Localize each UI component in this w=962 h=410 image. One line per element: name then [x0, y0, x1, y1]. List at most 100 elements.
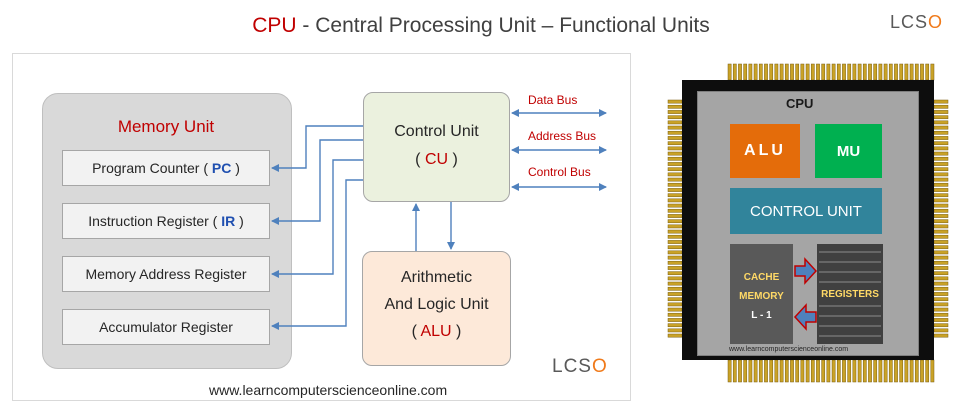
- chip-pin-right: [933, 312, 949, 317]
- registers-label: REGISTERS: [821, 289, 879, 300]
- arrow-cu-to-ir: [271, 139, 363, 225]
- chip-pin-bottom: [753, 359, 758, 383]
- chip-pin-bottom: [868, 359, 872, 383]
- chip-pin-right: [933, 151, 949, 156]
- register-close: ): [235, 213, 244, 229]
- chip-pin-bottom: [904, 359, 909, 383]
- logo-accent: O: [928, 12, 944, 32]
- chip-pin-right: [933, 302, 949, 307]
- abbr-close: ): [448, 151, 458, 168]
- chip-pin-right: [933, 193, 949, 198]
- chip-pin-right: [933, 167, 949, 172]
- register-label: Instruction Register (: [88, 213, 222, 229]
- register-accumulator: Accumulator Register: [62, 309, 270, 345]
- chip-pin-bottom: [883, 359, 888, 383]
- chip-pin-right: [933, 229, 949, 234]
- chip-pin-bottom: [790, 359, 794, 383]
- chip-pin-right: [933, 214, 949, 218]
- chip-pin-bottom: [743, 359, 748, 383]
- chip-control-unit-block: CONTROL UNIT: [730, 188, 882, 234]
- chip-pin-right: [933, 156, 949, 161]
- chip-pin-right: [933, 208, 949, 213]
- chip-pin-right: [933, 120, 949, 125]
- chip-pin-bottom: [810, 359, 815, 383]
- chip-pin-right: [933, 125, 949, 130]
- chip-pin-right: [933, 328, 949, 333]
- chip-pin-right: [933, 260, 949, 265]
- chip-pin-bottom: [764, 359, 768, 383]
- chip-pin-bottom: [930, 359, 935, 383]
- chip-pin-right: [933, 318, 949, 322]
- alu-line1: Arithmetic: [400, 269, 473, 286]
- chip-pin-bottom: [795, 359, 800, 383]
- chip-mu-block: MU: [815, 124, 882, 178]
- chip-pin-right: [933, 323, 949, 328]
- chip-pin-bottom: [836, 359, 841, 383]
- chip-pin-right: [933, 188, 949, 192]
- logo-panel: LCSO: [552, 356, 608, 378]
- register-label: Memory Address Register: [85, 266, 247, 282]
- chip-pin-right: [933, 219, 949, 224]
- chip-pin-bottom: [732, 359, 737, 383]
- chip-website-url: www.learncomputerscienceonline.com: [729, 346, 849, 353]
- chip-pin-bottom: [852, 359, 857, 383]
- chip-pin-right: [933, 198, 949, 203]
- logo-top: LCSO: [890, 12, 943, 33]
- arrow-registers-to-cache: [793, 303, 817, 331]
- register-label: Program Counter (: [92, 160, 212, 176]
- chip-pin-bottom: [821, 359, 826, 383]
- logo-text: LCS: [890, 12, 929, 32]
- chip-pin-right: [933, 307, 949, 312]
- chip-pin-right: [933, 104, 949, 109]
- alu-box: Arithmetic And Logic Unit ( ALU ): [362, 251, 511, 366]
- cache-line3: L - 1: [751, 310, 772, 321]
- abbr-text: ALU: [420, 323, 452, 340]
- arrow-cu-to-acc: [271, 179, 363, 330]
- chip-alu-block: ALU: [730, 124, 800, 178]
- register-memory-address: Memory Address Register: [62, 256, 270, 292]
- chip-pin-right: [933, 130, 949, 135]
- chip-pin-bottom: [842, 359, 846, 383]
- chip-pin-right: [933, 141, 949, 146]
- chip-pin-bottom: [831, 359, 836, 383]
- bus-label-address: Address Bus: [528, 129, 597, 143]
- chip-pin-right: [933, 297, 949, 302]
- chip-cache-memory-block: CACHE MEMORY L - 1: [730, 244, 793, 344]
- chip-pin-right: [933, 224, 949, 229]
- chip-pin-bottom: [857, 359, 862, 383]
- chip-pin-bottom: [748, 359, 753, 383]
- register-abbr: PC: [211, 160, 232, 176]
- register-stripes: [819, 251, 881, 337]
- chip-pin-bottom: [784, 359, 789, 383]
- page-title: CPU - Central Processing Unit – Function…: [0, 14, 962, 38]
- chip-pin-bottom: [769, 359, 774, 383]
- chip-pin-bottom: [847, 359, 852, 383]
- title-rest: Central Processing Unit – Functional Uni…: [315, 14, 710, 37]
- title-cpu: CPU: [252, 14, 297, 37]
- register-close: ): [231, 160, 240, 176]
- chip-pin-bottom: [800, 359, 805, 383]
- control-unit-abbr: ( CU ): [364, 151, 509, 169]
- alu-line2: And Logic Unit: [384, 296, 489, 313]
- chip-cpu-label: CPU: [786, 96, 814, 111]
- chip-pin-right: [933, 172, 949, 177]
- chip-pin-bottom: [914, 359, 919, 383]
- chip-pin-right: [933, 203, 949, 208]
- register-abbr: IR: [221, 213, 236, 229]
- register-program-counter: Program Counter ( PC ): [62, 150, 270, 186]
- chip-pin-bottom: [779, 359, 784, 383]
- bus-label-control: Control Bus: [528, 165, 591, 179]
- chip-pin-bottom: [862, 359, 867, 383]
- chip-pin-bottom: [816, 359, 820, 383]
- abbr-close: ): [451, 323, 462, 340]
- arrow-cu-to-pc: [271, 125, 363, 172]
- abbr-open: (: [415, 151, 425, 168]
- chip-pin-bottom: [894, 359, 898, 383]
- control-unit-name: Control Unit: [394, 123, 479, 140]
- chip-pin-right: [933, 266, 949, 270]
- memory-unit-title: Memory Unit: [117, 117, 215, 136]
- website-url: www.learncomputerscienceonline.com: [209, 382, 448, 398]
- chip-pin-right: [933, 250, 949, 255]
